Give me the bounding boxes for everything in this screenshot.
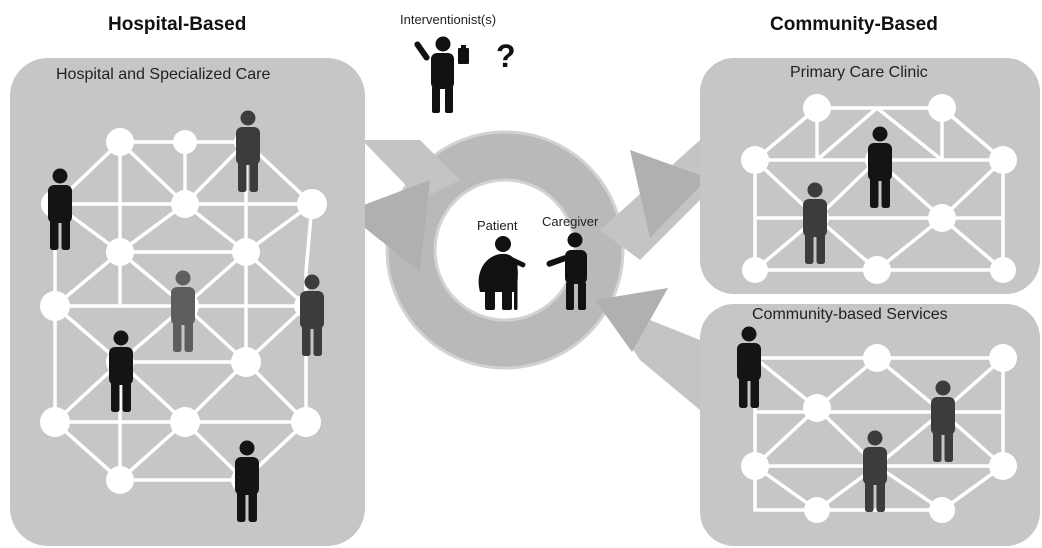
- arrow-to-community: [595, 288, 668, 352]
- hospital-panel: [10, 58, 365, 546]
- arrow-to-primary-care: [630, 150, 708, 238]
- community-panel-title: Community-based Services: [752, 306, 948, 323]
- patient-with-cane-icon: [478, 236, 526, 310]
- hospital-based-header: Hospital-Based: [108, 14, 247, 35]
- community-based-header: Community-Based: [770, 14, 938, 35]
- caregiver-icon: [546, 232, 587, 310]
- hospital-panel-title: Hospital and Specialized Care: [56, 66, 271, 83]
- primary-care-panel-title: Primary Care Clinic: [790, 64, 928, 81]
- interventionist-label: Interventionist(s): [400, 12, 497, 27]
- question-mark: ?: [496, 38, 516, 74]
- care-cycle-arrows: [345, 130, 708, 410]
- patient-label: Patient: [477, 218, 518, 233]
- arrow-to-hospital: [345, 180, 430, 272]
- interventionist-with-clipboard-icon: [414, 36, 469, 113]
- primary-care-panel: [700, 58, 1040, 294]
- community-panel: [700, 304, 1040, 546]
- caregiver-label: Caregiver: [542, 214, 599, 229]
